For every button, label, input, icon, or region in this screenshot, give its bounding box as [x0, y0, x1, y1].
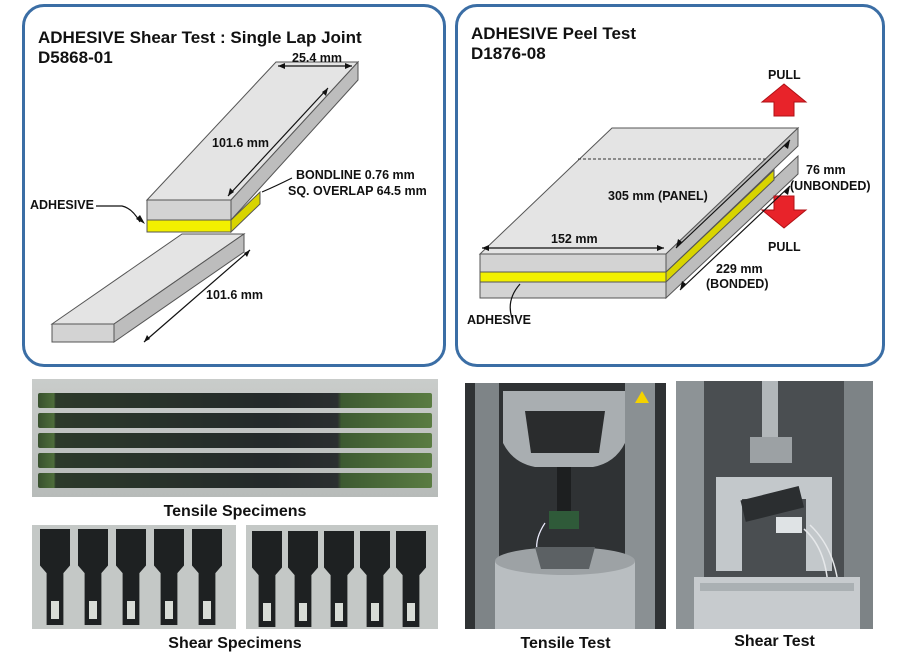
peel-adhesive-side	[665, 168, 775, 284]
shear-title: ADHESIVE Shear Test : Single Lap Joint	[38, 28, 362, 47]
shear-lower-length-label: 101.6 mm	[206, 288, 263, 302]
bondline-leader	[261, 177, 293, 193]
lower-plate-side	[113, 233, 245, 343]
shear-specimens-photo-right	[246, 525, 438, 629]
shear-specimens-caption: Shear Specimens	[168, 635, 302, 652]
tensile-test-machine-sketch	[465, 383, 666, 629]
bonded-note-label: (BONDED)	[706, 277, 769, 291]
tensile-test-caption: Tensile Test	[520, 635, 611, 652]
shear-standard: D5868-01	[38, 48, 113, 67]
pull-up-arrow	[760, 83, 808, 117]
peel-standard: D1876-08	[471, 44, 546, 63]
panel-length-label: 305 mm (PANEL)	[608, 189, 708, 203]
shear-test-machine-sketch	[676, 381, 873, 629]
shear-adhesive-side	[230, 190, 261, 234]
tensile-specimen-strip	[38, 393, 432, 408]
shear-test-photo	[676, 381, 873, 629]
tensile-specimens-photo	[32, 379, 438, 497]
lower-length-dimension-line	[143, 249, 251, 343]
upper-length-dimension-line	[227, 87, 329, 197]
peel-adhesive-leader	[509, 283, 521, 319]
tensile-specimen-strip	[38, 433, 432, 448]
peel-top-plate-front	[479, 253, 667, 273]
peel-adhesive-front	[479, 271, 667, 283]
shear-specimens-photo-left	[32, 525, 236, 629]
shear-test-caption: Shear Test	[734, 633, 815, 650]
bondline-label: BONDLINE 0.76 mm	[296, 168, 415, 182]
upper-plate-side	[230, 60, 359, 222]
unbonded-note-label: (UNBONDED)	[790, 179, 871, 193]
pull-top-label: PULL	[768, 68, 801, 82]
shear-upper-length-label: 101.6 mm	[212, 136, 269, 150]
tensile-specimen-strip	[38, 473, 432, 488]
shear-adhesive-label: ADHESIVE	[30, 198, 94, 212]
peel-title: ADHESIVE Peel Test	[471, 24, 637, 43]
panel-length-dimension-line	[675, 139, 791, 249]
tensile-specimen-strip	[38, 413, 432, 428]
pull-bottom-label: PULL	[768, 240, 801, 254]
peel-adhesive-label: ADHESIVE	[467, 313, 531, 327]
tensile-specimens-caption: Tensile Specimens	[163, 503, 307, 520]
peel-bottom-plate-front	[479, 279, 667, 299]
bonded-dimension-line	[679, 185, 791, 291]
overlap-label: SQ. OVERLAP 64.5 mm	[288, 184, 427, 198]
tensile-specimen-strip	[38, 453, 432, 468]
tensile-test-photo	[465, 383, 666, 629]
unbonded-value-label: 76 mm	[806, 163, 846, 177]
bonded-value-label: 229 mm	[716, 262, 763, 276]
shear-width-label: 25.4 mm	[292, 51, 343, 65]
peel-width-label: 152 mm	[551, 232, 598, 246]
